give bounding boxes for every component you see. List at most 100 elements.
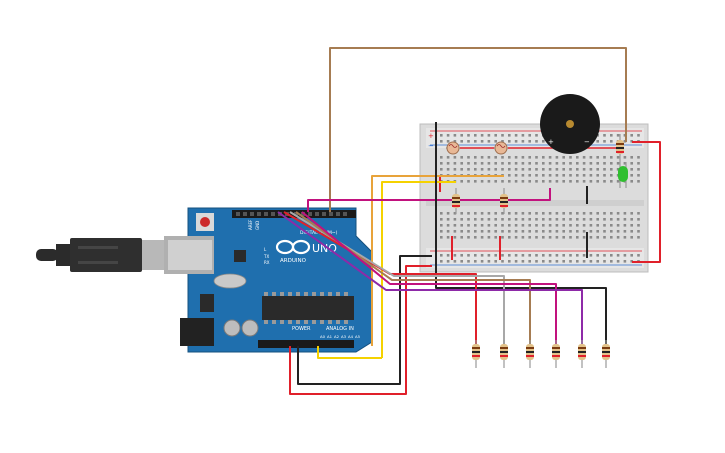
breadboard-hole[interactable] (453, 230, 457, 233)
breadboard-hole[interactable] (453, 260, 457, 263)
breadboard-hole[interactable] (521, 168, 525, 171)
breadboard-hole[interactable] (623, 254, 627, 257)
breadboard-hole[interactable] (453, 254, 457, 257)
breadboard-hole[interactable] (467, 180, 470, 183)
breadboard-hole[interactable] (494, 236, 497, 239)
breadboard-hole[interactable] (501, 230, 504, 233)
breadboard-hole[interactable] (446, 134, 450, 137)
breadboard-hole[interactable] (555, 174, 559, 177)
breadboard-hole[interactable] (616, 254, 620, 257)
breadboard-hole[interactable] (548, 174, 552, 177)
breadboard-hole[interactable] (528, 260, 531, 263)
breadboard-hole[interactable] (460, 140, 463, 143)
breadboard-hole[interactable] (446, 156, 450, 159)
breadboard-hole[interactable] (596, 180, 599, 183)
breadboard-hole[interactable] (630, 140, 633, 143)
breadboard-hole[interactable] (528, 212, 531, 215)
breadboard-hole[interactable] (623, 218, 627, 221)
breadboard-hole[interactable] (603, 180, 606, 183)
breadboard-hole[interactable] (582, 162, 586, 165)
breadboard-hole[interactable] (576, 218, 579, 221)
breadboard-hole[interactable] (480, 156, 484, 159)
breadboard-jumpers[interactable] (439, 175, 588, 260)
breadboard-hole[interactable] (535, 230, 538, 233)
breadboard-hole[interactable] (542, 230, 545, 233)
breadboard-hole[interactable] (576, 224, 579, 227)
breadboard-hole[interactable] (508, 212, 511, 215)
breadboard-hole[interactable] (630, 218, 633, 221)
breadboard-hole[interactable] (589, 236, 593, 239)
breadboard-hole[interactable] (630, 174, 633, 177)
breadboard-hole[interactable] (521, 260, 525, 263)
breadboard-hole[interactable] (630, 162, 633, 165)
breadboard-hole[interactable] (589, 218, 593, 221)
breadboard-hole[interactable] (603, 134, 606, 137)
breadboard-hole[interactable] (440, 224, 443, 227)
breadboard-hole[interactable] (480, 212, 484, 215)
breadboard-hole[interactable] (562, 162, 565, 165)
breadboard-hole[interactable] (637, 180, 640, 183)
breadboard-hole[interactable] (637, 168, 640, 171)
breadboard-hole[interactable] (508, 162, 511, 165)
breadboard-hole[interactable] (576, 254, 579, 257)
breadboard-hole[interactable] (610, 230, 613, 233)
breadboard-hole[interactable] (494, 260, 497, 263)
breadboard-hole[interactable] (480, 180, 484, 183)
breadboard-hole[interactable] (501, 156, 504, 159)
resistor-row[interactable] (472, 340, 610, 368)
breadboard-hole[interactable] (542, 236, 545, 239)
breadboard-hole[interactable] (589, 230, 593, 233)
breadboard-hole[interactable] (440, 162, 443, 165)
breadboard-hole[interactable] (630, 230, 633, 233)
breadboard-hole[interactable] (535, 260, 538, 263)
breadboard-hole[interactable] (610, 162, 613, 165)
breadboard-hole[interactable] (562, 260, 565, 263)
breadboard-hole[interactable] (528, 162, 531, 165)
breadboard-hole[interactable] (535, 140, 538, 143)
resistor[interactable] (602, 340, 610, 368)
breadboard-hole[interactable] (446, 254, 450, 257)
breadboard-hole[interactable] (480, 254, 484, 257)
breadboard-hole[interactable] (616, 134, 620, 137)
resistor[interactable] (552, 340, 560, 368)
breadboard-hole[interactable] (637, 162, 640, 165)
breadboard-hole[interactable] (569, 224, 572, 227)
breadboard-hole[interactable] (467, 162, 470, 165)
breadboard-hole[interactable] (542, 156, 545, 159)
breadboard-hole[interactable] (528, 218, 531, 221)
breadboard-hole[interactable] (569, 180, 572, 183)
breadboard-hole[interactable] (474, 140, 477, 143)
breadboard-hole[interactable] (508, 168, 511, 171)
breadboard-hole[interactable] (548, 224, 552, 227)
breadboard-hole[interactable] (501, 180, 504, 183)
breadboard-hole[interactable] (569, 254, 572, 257)
breadboard-hole[interactable] (555, 236, 559, 239)
breadboard-hole[interactable] (474, 162, 477, 165)
breadboard-hole[interactable] (542, 224, 545, 227)
breadboard-hole[interactable] (508, 134, 511, 137)
breadboard-hole[interactable] (480, 218, 484, 221)
breadboard-hole[interactable] (596, 218, 599, 221)
breadboard-hole[interactable] (610, 140, 613, 143)
breadboard-hole[interactable] (603, 236, 606, 239)
breadboard-hole[interactable] (596, 260, 599, 263)
breadboard-hole[interactable] (616, 168, 620, 171)
breadboard-hole[interactable] (528, 174, 531, 177)
breadboard-hole[interactable] (535, 212, 538, 215)
breadboard-hole[interactable] (610, 236, 613, 239)
breadboard-hole[interactable] (630, 212, 633, 215)
breadboard-hole[interactable] (630, 134, 633, 137)
breadboard-hole[interactable] (474, 224, 477, 227)
breadboard-hole[interactable] (514, 254, 518, 257)
breadboard-hole[interactable] (501, 212, 504, 215)
breadboard-hole[interactable] (637, 218, 640, 221)
breadboard-hole[interactable] (589, 168, 593, 171)
breadboard-hole[interactable] (596, 236, 599, 239)
breadboard-hole[interactable] (623, 224, 627, 227)
breadboard-hole[interactable] (610, 174, 613, 177)
breadboard-hole[interactable] (487, 140, 491, 143)
breadboard-hole[interactable] (514, 156, 518, 159)
breadboard-hole[interactable] (440, 254, 443, 257)
breadboard-hole[interactable] (562, 156, 565, 159)
breadboard-hole[interactable] (528, 236, 531, 239)
